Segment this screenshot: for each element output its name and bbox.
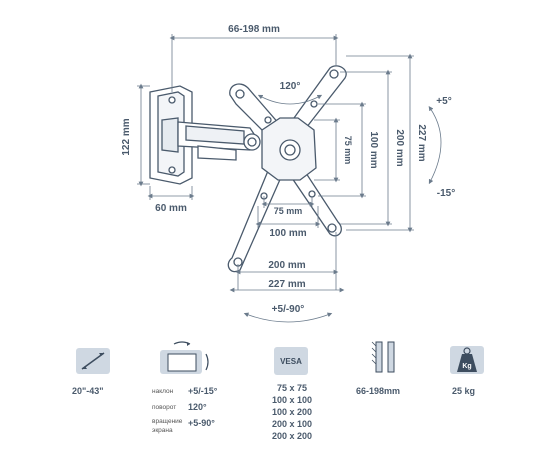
swivel-spec-label-line2: экрана	[152, 427, 173, 434]
vesa-227-vertical-label: 227 mm	[416, 124, 427, 161]
wall-plate-width-label: 60 mm	[155, 203, 187, 214]
vesa-pattern-1: 75 x 75	[276, 383, 308, 393]
vesa-pattern-5: 200 x 200	[271, 431, 313, 441]
vesa-badge-icon: VESA	[274, 347, 308, 375]
vesa-75-vertical-label: 75 mm	[343, 136, 353, 165]
weight-icon: Kg	[450, 346, 484, 374]
screen-size-value: 20"-43"	[72, 386, 104, 396]
mount-arm	[177, 121, 261, 161]
vesa-75-horizontal-label: 75 mm	[274, 206, 303, 216]
extension-icon	[371, 341, 395, 373]
tilt-down-label: -15°	[437, 188, 455, 199]
wall-plate	[149, 85, 193, 185]
screen-size-icon	[76, 348, 110, 374]
arm-extension-label: 66-198 mm	[228, 24, 280, 35]
vesa-100-horizontal-label: 100 mm	[269, 228, 306, 239]
weight-badge-text: Kg	[462, 363, 471, 370]
rotation-spec-label: поворот	[152, 404, 177, 411]
vesa-100-vertical-label: 100 mm	[368, 131, 379, 168]
swivel-label: +5/-90°	[272, 304, 305, 315]
extension-value: 66-198mm	[356, 386, 401, 396]
vesa-pattern-4: 200 x 100	[271, 419, 313, 429]
vesa-pattern-2: 100 x 100	[271, 395, 313, 405]
vesa-badge-text: VESA	[280, 357, 302, 366]
max-load-value: 25 kg	[452, 386, 476, 396]
wall-plate-height-label: 122 mm	[121, 118, 132, 155]
vesa-200-horizontal-label: 200 mm	[268, 260, 305, 271]
swivel-spec-label-line1: вращение	[152, 418, 183, 425]
tilt-spec-value: +5/-15°	[188, 386, 218, 396]
tilt-spec-label: наклон	[152, 388, 174, 395]
swivel-spec-value: +5-90°	[188, 418, 215, 428]
tilt-rotate-icon	[160, 341, 209, 374]
tilt-up-label: +5°	[436, 96, 451, 107]
vesa-plate	[227, 65, 347, 273]
rotation-label: 120°	[280, 81, 301, 92]
vesa-pattern-3: 100 x 200	[271, 407, 313, 417]
vesa-200-vertical-label: 200 mm	[394, 129, 405, 166]
vesa-227-horizontal-label: 227 mm	[268, 279, 305, 290]
rotation-spec-value: 120°	[188, 402, 207, 412]
